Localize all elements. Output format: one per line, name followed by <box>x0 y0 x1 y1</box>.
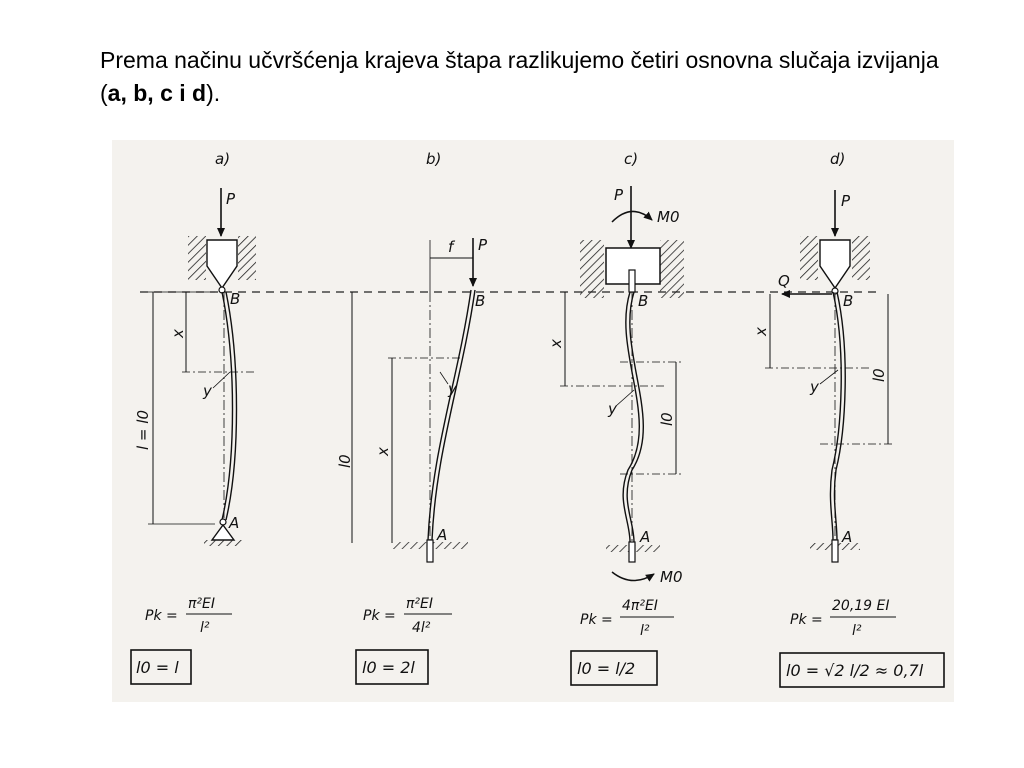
case-c: c) P M0 B A M0 x l0 y Pk = 4π²EI l² <box>547 150 684 686</box>
case-d-formula-num: 20,19 EI <box>832 598 890 614</box>
case-d-dim-y: y <box>809 378 820 396</box>
case-a-top-wall-right <box>238 236 256 280</box>
case-c-load-label: P <box>614 186 624 204</box>
case-b: b) P f B A l0 x y Pk = π²EI 4l² l0 = 2l <box>336 150 488 685</box>
case-d-buckled-bar-inner <box>833 291 846 541</box>
case-a-letter: a) <box>215 150 230 168</box>
case-b-formula-den: 4l² <box>412 620 431 636</box>
case-d-dim-y-leader <box>819 369 839 385</box>
case-d: d) P Q B A x l0 y Pk = 20,19 EI l² l0 = … <box>752 150 945 688</box>
case-b-clamp-stub <box>426 539 434 563</box>
case-b-load-label: P <box>478 236 488 254</box>
figure-scan-background <box>112 140 954 702</box>
case-c-formula-den: l² <box>640 623 650 639</box>
case-d-formula-den: l² <box>852 623 862 639</box>
case-c-moment-top: M0 <box>657 208 680 226</box>
case-c-top-moment-arrow <box>611 210 653 223</box>
case-d-point-a: A <box>841 528 852 546</box>
case-a-top-pin-block <box>206 239 238 290</box>
case-b-result-box <box>355 649 429 685</box>
case-d-top-wall-left <box>800 236 818 280</box>
case-b-dim-y: y <box>447 380 458 398</box>
case-c-dim-x: x <box>547 339 565 349</box>
case-c-point-a: A <box>639 528 650 546</box>
case-a-formula-lhs: Pk = <box>145 608 178 624</box>
case-a-result-box <box>130 649 192 685</box>
case-c-formula-lhs: Pk = <box>580 612 613 628</box>
caption-text-after: ). <box>206 80 221 106</box>
case-a-buckled-bar <box>221 291 234 521</box>
case-d-clamp-stub <box>831 539 839 563</box>
caption-bold-cases: a, b, c i d <box>107 80 207 106</box>
case-a-formula-den: l² <box>200 620 210 636</box>
case-c-bottom-moment-arrow <box>611 571 655 582</box>
case-b-formula-num: π²EI <box>406 596 433 612</box>
case-c-point-b: B <box>638 292 648 310</box>
case-b-point-a: A <box>436 526 447 544</box>
case-d-point-b: B <box>843 292 853 310</box>
case-a-ground-hatch <box>204 540 242 546</box>
case-c-top-wall-right <box>660 240 684 298</box>
case-b-point-b: B <box>475 292 485 310</box>
case-d-result-box <box>779 652 945 688</box>
case-d-load-label: P <box>841 192 851 210</box>
case-c-bar-top-stub <box>628 269 636 293</box>
case-d-top-pin-block <box>819 239 851 290</box>
case-a-effective-length: l0 = l <box>136 658 179 677</box>
case-b-formula-lhs: Pk = <box>363 608 396 624</box>
case-a: a) P B A l = l0 x y Pk = π²EI l² l0 = l <box>130 150 256 685</box>
case-b-dim-y-leader <box>439 371 449 385</box>
case-c-formula-num: 4π²EI <box>622 598 658 614</box>
case-a-dim-x: x <box>169 329 187 339</box>
case-d-buckled-bar <box>829 291 842 541</box>
case-c-bar-bottom-stub <box>628 541 636 563</box>
case-c-effective-length: l0 = l/2 <box>577 659 635 678</box>
case-c-top-wall-left <box>580 240 604 298</box>
case-b-dim-length: l0 <box>336 454 354 468</box>
case-c-buckled-bar <box>622 291 641 543</box>
case-c-dim-length: l0 <box>658 412 676 426</box>
case-d-formula-lhs: Pk = <box>790 612 823 628</box>
case-d-reaction: Q <box>778 272 790 290</box>
case-b-buckled-bar-inner <box>431 289 476 541</box>
case-b-buckled-bar <box>427 289 472 541</box>
case-a-buckled-bar-inner <box>225 291 238 521</box>
case-b-letter: b) <box>426 150 441 168</box>
case-d-top-wall-right <box>852 236 870 280</box>
case-c-result-box <box>570 650 658 686</box>
case-a-point-a: A <box>228 514 239 532</box>
case-d-letter: d) <box>830 150 845 168</box>
case-a-dim-y: y <box>202 382 213 400</box>
caption-text-before: Prema načinu učvršćenja krajeva štapa ra… <box>100 47 939 106</box>
case-b-dim-x: x <box>374 447 392 457</box>
case-a-dim-length: l = l0 <box>134 410 152 450</box>
case-b-effective-length: l0 = 2l <box>362 658 415 677</box>
case-a-load-label: P <box>226 190 236 208</box>
case-c-dim-y-leader <box>615 389 635 407</box>
case-c-letter: c) <box>624 150 638 168</box>
case-a-top-wall-left <box>188 236 206 280</box>
case-a-dim-y-leader <box>212 371 231 389</box>
slide-caption: Prema načinu učvršćenja krajeva štapa ra… <box>100 44 960 110</box>
case-a-formula-num: π²EI <box>188 596 215 612</box>
case-c-dim-y: y <box>607 400 618 418</box>
case-c-buckled-bar-inner <box>626 291 645 543</box>
case-d-dim-x: x <box>752 327 770 337</box>
case-d-dim-length: l0 <box>870 368 888 382</box>
case-b-deflection: f <box>448 238 456 256</box>
case-a-point-b: B <box>230 290 240 308</box>
case-c-moment-bottom: M0 <box>660 568 683 586</box>
case-d-effective-length: l0 = √2 l/2 ≈ 0,7l <box>786 661 924 680</box>
